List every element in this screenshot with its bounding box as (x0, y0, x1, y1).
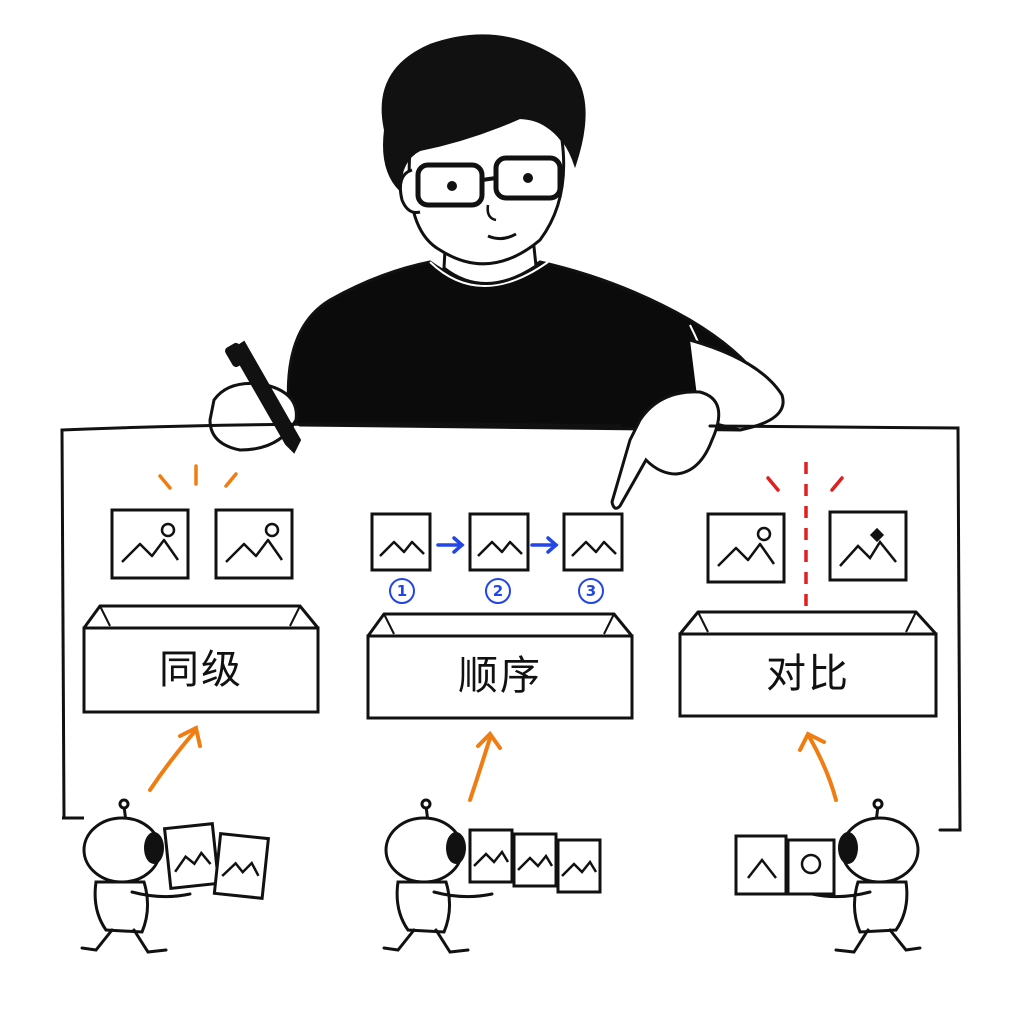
arrow-right-icon (436, 536, 559, 554)
step-number-2: 2 (485, 578, 511, 604)
section-sequence (366, 512, 634, 802)
person-illustration (208, 34, 769, 452)
image-card-icon (110, 508, 190, 580)
robot-icon (734, 798, 922, 954)
step-number-3: 3 (578, 578, 604, 604)
box-label-parallel: 同级 (159, 647, 243, 693)
section-contrast (678, 462, 938, 802)
step-number-1: 1 (389, 578, 415, 604)
arrow-up-icon (148, 728, 198, 792)
robot-icon (382, 798, 602, 954)
image-card-icon (468, 512, 530, 572)
section-parallel (82, 464, 320, 792)
box-label-contrast: 对比 (766, 651, 850, 697)
robot-icon (80, 798, 271, 954)
arrow-up-icon (808, 736, 838, 802)
image-card-icon (828, 510, 908, 582)
box-label-sequence: 顺序 (458, 653, 542, 699)
image-card-icon (370, 512, 432, 572)
highlight-marks (766, 476, 844, 492)
arrow-up-icon (468, 736, 492, 802)
image-card-icon (562, 512, 624, 572)
pointing-hand (610, 338, 785, 510)
board-frame (60, 422, 962, 832)
highlight-marks (158, 464, 238, 490)
image-card-icon (214, 508, 294, 580)
image-card-icon (706, 512, 786, 584)
